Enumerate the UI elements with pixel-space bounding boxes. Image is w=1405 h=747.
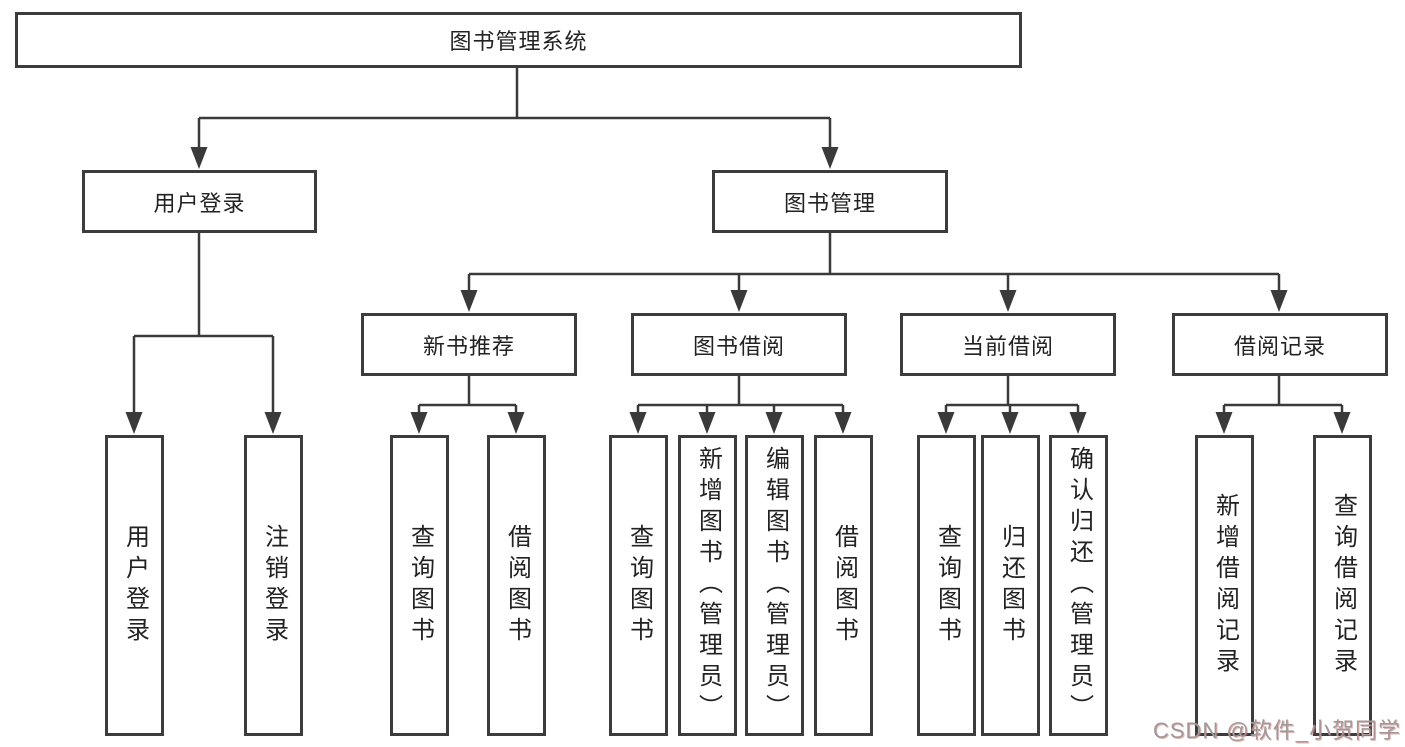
leaf-label: 用户登录 [121,523,149,648]
arrowhead-icon [264,412,282,434]
leaf-label: 新增借阅记录 [1211,492,1239,679]
leaf-confirm-return-admin: 确认归还（管理员） [1049,435,1108,736]
arrowhead-icon [460,290,478,312]
node-new-book-recommend: 新书推荐 [361,313,577,376]
arrowhead-icon [507,412,525,434]
leaf-return-books: 归还图书 [981,435,1040,736]
node-root-library-system: 图书管理系统 [15,12,1022,68]
arrowhead-icon [125,412,143,434]
arrowhead-icon [1333,412,1351,434]
connector-lines [132,68,1344,415]
leaf-label: 注销登录 [260,523,288,648]
leaf-add-books-admin: 新增图书（管理员） [678,435,737,736]
leaf-borrow-books: 借阅图书 [814,435,873,736]
arrowhead-icon [1001,412,1019,434]
arrowhead-icon [629,412,647,434]
leaf-borrow-books-recommend: 借阅图书 [487,435,546,736]
leaf-label: 借阅图书 [503,523,531,648]
leaf-label: 编辑图书（管理员） [761,446,789,725]
arrowhead-icon [730,290,748,312]
leaf-query-books-borrow: 查询图书 [609,435,668,736]
node-current-borrowing: 当前借阅 [900,313,1116,376]
leaf-label: 查询借阅记录 [1329,492,1357,679]
arrowhead-icon [190,147,208,169]
csdn-watermark: CSDN @软件_小贺同学 [1152,718,1401,743]
leaf-label: 查询图书 [933,523,961,648]
arrowhead-icon [821,147,839,169]
node-user-login: 用户登录 [82,170,317,233]
leaf-add-borrow-record: 新增借阅记录 [1195,435,1254,736]
arrowhead-icons [125,147,1351,434]
arrowhead-icon [999,290,1017,312]
leaf-query-borrow-record: 查询借阅记录 [1313,435,1372,736]
arrowhead-icon [698,412,716,434]
leaf-edit-books-admin: 编辑图书（管理员） [745,435,804,736]
leaf-label: 查询图书 [406,523,434,648]
node-borrowing-records: 借阅记录 [1172,313,1388,376]
leaf-label: 归还图书 [997,523,1025,648]
leaf-user-login: 用户登录 [105,435,164,736]
leaf-query-books-recommend: 查询图书 [390,435,449,736]
leaf-label: 借阅图书 [830,523,858,648]
arrowhead-icon [834,412,852,434]
leaf-query-books-current: 查询图书 [917,435,976,736]
arrowhead-icon [410,412,428,434]
leaf-label: 查询图书 [625,523,653,648]
arrowhead-icon [1270,290,1288,312]
node-book-management: 图书管理 [712,170,948,233]
leaf-logout: 注销登录 [244,435,303,736]
arrowhead-icon [937,412,955,434]
node-book-borrowing: 图书借阅 [631,313,847,376]
leaf-label: 确认归还（管理员） [1065,446,1093,725]
leaf-label: 新增图书（管理员） [694,446,722,725]
arrowhead-icon [1069,412,1087,434]
arrowhead-icon [1215,412,1233,434]
arrowhead-icon [765,412,783,434]
